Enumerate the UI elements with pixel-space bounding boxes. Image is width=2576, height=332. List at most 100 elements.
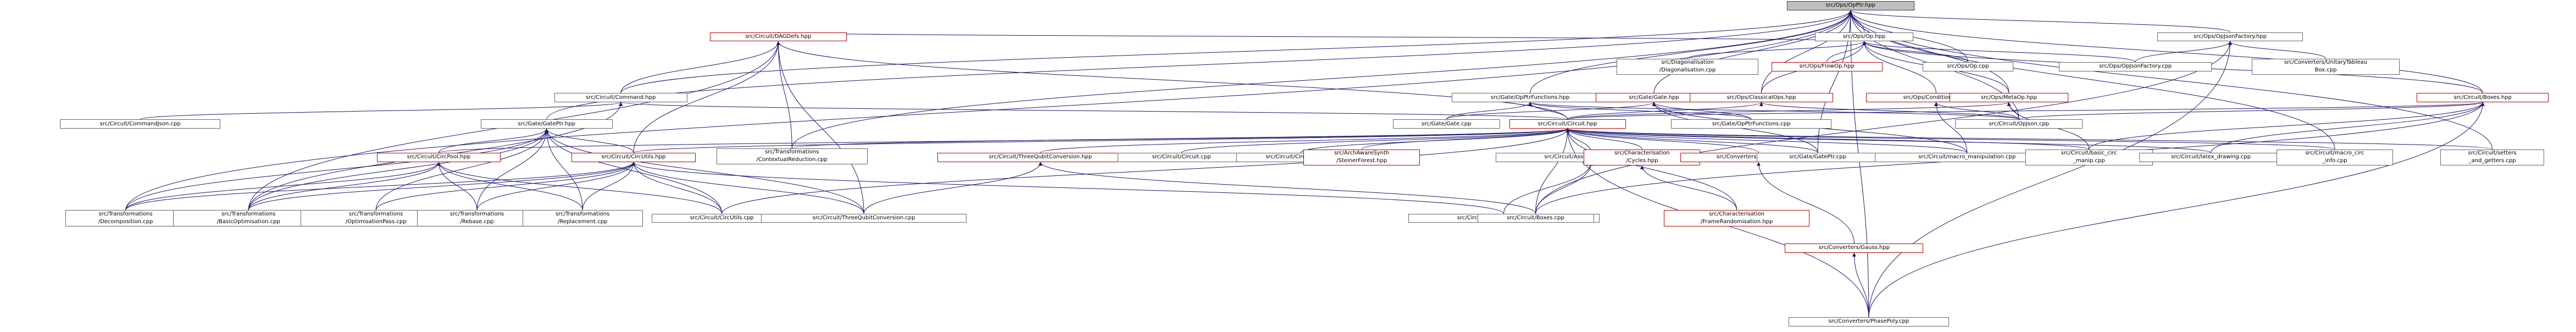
graph-node-contextual[interactable]: src/Transformations/ContextualReduction.…	[716, 148, 868, 164]
graph-node-label: src/Circuit/Circuit.hpp	[1537, 120, 1597, 127]
graph-edge	[619, 102, 1568, 120]
graph-node-label: src/Converters/UnitaryTableau	[2284, 59, 2368, 66]
graph-node-flowop[interactable]: src/Ops/FlowOp.hpp	[1771, 62, 1883, 71]
graph-edge	[1934, 102, 1968, 153]
graph-node-label: src/Circuit/CircUtils.cpp	[690, 215, 754, 222]
graph-edge	[1934, 102, 2019, 120]
graph-node-opjson[interactable]: src/Circuit/OpJson.cpp	[1955, 119, 2083, 129]
graph-edge	[1039, 162, 1536, 214]
graph-edge	[776, 41, 792, 148]
graph-node-label: src/Transformations	[221, 211, 276, 218]
graph-node-gauss[interactable]: src/Converters/Gauss.hpp	[1785, 244, 1924, 253]
graph-node-latex[interactable]: src/Circuit/latex_drawing.cpp	[2139, 152, 2283, 162]
graph-node-label: src/ArchAwareSynth	[1334, 150, 1390, 157]
graph-node-classicalops[interactable]: src/Ops/ClassicalOps.hpp	[1689, 93, 1834, 102]
graph-node-basic-circ[interactable]: src/Circuit/basic_circ_manip.cpp	[2025, 149, 2153, 165]
graph-node-label: src/Ops/Op.cpp	[1947, 63, 1989, 70]
graph-edge	[1181, 128, 1569, 153]
graph-node-label: src/Diagonalisation	[1661, 59, 1714, 66]
graph-node-label: src/Ops/MetaOp.hpp	[1980, 94, 2037, 101]
graph-node-label: src/Circuit/OpJson.cpp	[1989, 120, 2050, 127]
graph-node-label: src/Gate/GatePtr.hpp	[518, 120, 576, 127]
graph-node-rebase[interactable]: src/Transformations/Rebase.cpp	[417, 210, 537, 226]
graph-node-label: src/Circuit/setters	[2468, 150, 2517, 157]
graph-node-decomposition[interactable]: src/Transformations/Decomposition.cpp	[65, 210, 186, 226]
graph-node-command-hpp[interactable]: src/Circuit/Command.hpp	[554, 93, 687, 102]
graph-node-opptr: src/Ops/OpPtr.hpp	[1786, 1, 1914, 10]
graph-edge	[140, 102, 623, 120]
graph-edge	[633, 41, 780, 153]
graph-node-label: src/Transformations	[556, 211, 610, 218]
graph-node-dagdefs[interactable]: src/Circuit/DAGDefs.hpp	[710, 32, 847, 42]
graph-node-label: src/Circuit/macro_manipulation.cpp	[1918, 154, 2016, 161]
graph-node-label: src/Ops/Op.hpp	[1842, 33, 1886, 40]
graph-node-label: src/Circuit/Circuit.cpp	[1152, 154, 1211, 161]
graph-edge	[1565, 128, 1968, 153]
graph-node-label: src/Circuit/ThreeQubitConversion.cpp	[812, 215, 915, 222]
graph-node-commandjson[interactable]: src/Circuit/CommandJson.cpp	[60, 119, 220, 129]
graph-node-gateptr-cpp[interactable]: src/Gate/GatePtr.cpp	[1757, 152, 1879, 162]
graph-node-label: src/Ops/ClassicalOps.hpp	[1726, 94, 1796, 101]
graph-node-label: src/Circuit/DAGDefs.hpp	[745, 33, 812, 40]
graph-node-boxes-cpp[interactable]: src/Circuit/Boxes.cpp	[1477, 213, 1594, 223]
graph-node-gateptr[interactable]: src/Gate/GatePtr.hpp	[480, 119, 613, 129]
graph-node-replacement[interactable]: src/Transformations/Replacement.cpp	[522, 210, 643, 226]
graph-edge	[791, 128, 1569, 149]
graph-edge	[2228, 41, 2326, 59]
graph-node-label: src/Circuit/latex_drawing.cpp	[2171, 154, 2251, 161]
graph-edge	[476, 162, 636, 211]
graph-edge	[1862, 41, 1936, 93]
graph-node-label: src/Gate/OpPtrFunctions.cpp	[1712, 120, 1791, 127]
graph-edge	[1848, 10, 2231, 32]
graph-node-opptrfunctions-cpp[interactable]: src/Gate/OpPtrFunctions.cpp	[1671, 119, 1831, 129]
graph-edge	[1759, 102, 2019, 120]
graph-edge	[1361, 128, 1569, 150]
graph-edge	[1565, 128, 1642, 150]
graph-node-label: /FrameRandomisation.hpp	[1700, 219, 1773, 225]
graph-edge	[1848, 10, 2483, 93]
graph-node-label: src/Converters/Gauss.hpp	[1818, 245, 1890, 251]
graph-node-circuit-hpp[interactable]: src/Circuit/Circuit.hpp	[1509, 119, 1626, 129]
graph-node-steiner[interactable]: src/ArchAwareSynth/SteinerForest.hpp	[1303, 149, 1420, 165]
graph-node-circuit-cpp[interactable]: src/Circuit/Circuit.cpp	[1118, 152, 1246, 162]
graph-node-basicopt[interactable]: src/Transformations/BasicOptimisation.cp…	[173, 210, 324, 226]
graph-node-label: src/Transformations	[349, 211, 403, 218]
graph-edge	[1653, 10, 1853, 93]
graph-node-label: src/Circuit/CommandJson.cpp	[99, 120, 181, 127]
graph-node-op[interactable]: src/Ops/Op.hpp	[1815, 32, 1914, 42]
graph-node-label: /BasicOptimisation.cpp	[216, 219, 280, 225]
graph-node-label: src/Ops/OpPtr.hpp	[1825, 2, 1875, 9]
graph-node-opjsonfactory-hpp[interactable]: src/Ops/OpJsonFactory.hpp	[2157, 32, 2303, 42]
graph-node-threequbit-hpp[interactable]: src/Circuit/ThreeQubitConversion.hpp	[937, 152, 1143, 162]
graph-node-diag[interactable]: src/Diagonalisation/Diagonalisation.cpp	[1617, 58, 1759, 75]
graph-edge	[1761, 10, 1853, 93]
graph-edge	[2135, 41, 2232, 63]
graph-edge	[1640, 165, 1737, 211]
graph-node-label: src/Circuit/basic_circ	[2061, 150, 2117, 157]
graph-node-label: src/Circuit/Command.hpp	[586, 94, 656, 101]
graph-node-circpool[interactable]: src/Circuit/CircPool.hpp	[376, 152, 501, 162]
graph-node-macro-circ-info[interactable]: src/Circuit/macro_circ_info.cpp	[2276, 149, 2394, 165]
graph-node-boxes-hpp[interactable]: src/Circuit/Boxes.hpp	[2417, 93, 2549, 102]
graph-edge	[791, 10, 1853, 148]
graph-node-setters[interactable]: src/Circuit/setters_and_getters.cpp	[2440, 149, 2545, 165]
graph-edge	[2018, 102, 2485, 120]
graph-node-opjsonfactory-cpp[interactable]: src/Ops/OpJsonFactory.cpp	[2059, 62, 2212, 71]
graph-node-threequbit-cpp[interactable]: src/Circuit/ThreeQubitConversion.cpp	[760, 213, 967, 223]
graph-node-label: /OptimisationPass.cpp	[345, 219, 407, 225]
graph-node-label: src/Transformations	[765, 149, 819, 156]
graph-edge	[125, 162, 441, 211]
graph-edge	[1565, 128, 2493, 150]
graph-edge	[1826, 41, 1867, 62]
graph-node-gate-cpp[interactable]: src/Gate/Gate.cpp	[1392, 119, 1500, 129]
graph-node-phasepoly[interactable]: src/Converters/PhasePoly.cpp	[1789, 317, 1949, 327]
graph-node-framerand[interactable]: src/Characterisation/FrameRandomisation.…	[1664, 210, 1810, 226]
graph-node-opptrfunctions-hpp[interactable]: src/Gate/OpPtrFunctions.hpp	[1452, 93, 1609, 102]
graph-node-label: /SteinerForest.hpp	[1336, 158, 1387, 164]
graph-node-op-cpp[interactable]: src/Ops/Op.cpp	[1922, 62, 2014, 71]
graph-node-metaop[interactable]: src/Ops/MetaOp.hpp	[1950, 93, 2068, 102]
graph-node-label: src/Converters/PhasePoly.cpp	[1828, 318, 1909, 325]
graph-node-circutils-hpp[interactable]: src/Circuit/CircUtils.hpp	[571, 152, 696, 162]
